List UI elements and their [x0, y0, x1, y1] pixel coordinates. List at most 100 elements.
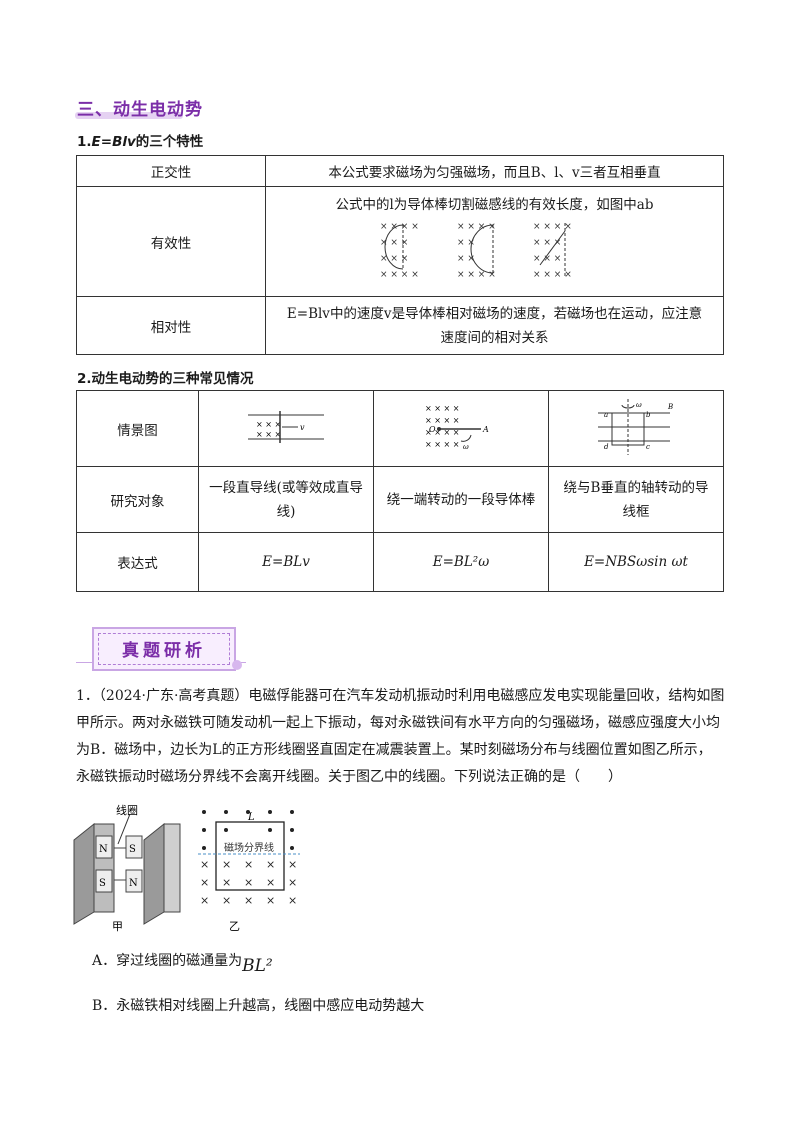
svg-text:× × × ×: × × × ×	[533, 222, 572, 232]
section-title: 三、动生电动势	[77, 100, 203, 120]
section-banner: 真题研析	[92, 627, 236, 671]
cases-table: 情景图 × × ×× × × v × × × ×× × × × × × × ××…	[76, 390, 724, 592]
row-label: 正交性	[76, 155, 266, 187]
straight-wire-figure: × × ×× × × v	[248, 410, 324, 443]
svg-text:a: a	[604, 411, 608, 419]
caption-yi: 乙	[229, 920, 240, 933]
banner-title: 真题研析	[122, 641, 206, 661]
part1-heading-formula: E=Blv	[91, 134, 136, 150]
question-line-1: 1．（2024·广东·高考真题）电磁俘能器可在汽车发动机振动时利用电磁感应发电实…	[76, 688, 725, 704]
svg-text:× × ×: × × ×	[380, 254, 408, 264]
table-row: 有效性 公式中的l为导体棒切割磁感线的有效长度，如图中ab × × × ×× ×…	[76, 186, 724, 297]
svg-text:× × ×: × × ×	[256, 420, 281, 429]
svg-text:×: ×	[288, 876, 297, 889]
dot-field	[202, 810, 294, 850]
row-content-cell: 公式中的l为导体棒切割磁感线的有效长度，如图中ab × × × ×× × ×× …	[265, 186, 724, 297]
svg-text:× × × ×: × × × ×	[457, 222, 496, 232]
row-label: 情景图	[76, 390, 199, 467]
svg-text:× × × ×: × × × ×	[425, 404, 459, 413]
table-row: 研究对象 一段直导线(或等效成直导 线) 绕一端转动的一段导体棒 绕与B垂直的轴…	[76, 466, 724, 533]
svg-text:×: ×	[288, 894, 297, 907]
object-line1: 绕一端转动的一段导体棒	[386, 491, 536, 508]
row-label: 相对性	[76, 296, 266, 355]
scene-cell-1: × × ×× × × v	[198, 390, 374, 467]
svg-text:×: ×	[266, 876, 275, 889]
figure-jia: N S S N 线圈 甲	[73, 803, 181, 933]
option-a-formula: BL²	[242, 956, 273, 976]
pole-s-top: S	[129, 844, 136, 855]
svg-text:×: ×	[200, 876, 209, 889]
expression-2: E=BL²ω	[373, 532, 549, 592]
circle-conductor	[470, 224, 493, 274]
part1-heading-suffix: 的三个特性	[135, 134, 204, 150]
figure-yi: ××××× ××××× ××××× L 磁场分界线 乙	[198, 810, 300, 933]
row-label: 研究对象	[76, 466, 199, 533]
row-label: 表达式	[76, 532, 199, 592]
part1-heading: 1.E=Blv的三个特性	[77, 130, 203, 150]
svg-text:×: ×	[222, 858, 231, 871]
svg-text:× × × ×: × × × ×	[533, 270, 572, 280]
arc-conductor-1	[384, 224, 403, 270]
svg-text:d: d	[604, 443, 609, 451]
object-line2: 线)	[276, 503, 296, 520]
svg-text:×: ×	[266, 894, 275, 907]
svg-text:× × × ×: × × × ×	[425, 416, 459, 425]
svg-text:A: A	[482, 425, 489, 434]
expression-1: E=BLv	[198, 532, 374, 592]
row-content: 公式中的l为导体棒切割磁感线的有效长度，如图中ab	[335, 197, 654, 213]
svg-text:c: c	[646, 443, 650, 451]
question-line-3: 为B．磁场中，边长为L的正方形线圈竖直固定在减震装置上。某时刻磁场分布与线圈位置…	[76, 742, 712, 758]
object-cell-1: 一段直导线(或等效成直导 线)	[198, 466, 374, 533]
row-content-line1: E=Blv中的速度v是导体棒相对磁场的速度，若磁场也在运动，应注意	[286, 305, 703, 322]
svg-text:× × × ×: × × × ×	[380, 222, 419, 232]
svg-text:v: v	[300, 423, 305, 432]
row-content: 本公式要求磁场为匀强磁场，而且B、l、v三者互相垂直	[265, 155, 724, 187]
option-b[interactable]: B．永磁铁相对线圈上升越高，线圈中感应电动势越大	[92, 998, 425, 1014]
svg-text:× × ×: × × ×	[380, 238, 408, 248]
side-length-label: L	[247, 812, 255, 823]
object-cell-3: 绕与B垂直的轴转动的导 线框	[548, 466, 724, 533]
svg-text:×: ×	[244, 858, 253, 871]
svg-text:× × × ×: × × × ×	[425, 440, 459, 449]
svg-text:×: ×	[266, 858, 275, 871]
table-row: 正交性 本公式要求磁场为匀强磁场，而且B、l、v三者互相垂直	[76, 155, 724, 187]
section-title-underline	[75, 112, 183, 119]
object-line1: 一段直导线(或等效成直导	[209, 479, 363, 496]
rotating-rod-figure: × × × × × × × × × × × × × × × × O A ω	[425, 404, 489, 451]
svg-text:ω: ω	[636, 401, 642, 409]
svg-text:× × ×: × × ×	[256, 430, 281, 439]
svg-text:×: ×	[222, 876, 231, 889]
pole-s-bottom: S	[99, 878, 106, 889]
scene-cell-2: × × × × × × × × × × × × × × × × O A ω	[373, 390, 549, 467]
svg-text:× ×: × ×	[457, 254, 475, 264]
table-row: 表达式 E=BLv E=BL²ω E=NBSωsin ωt	[76, 532, 724, 592]
object-cell-2: 绕一端转动的一段导体棒	[373, 466, 549, 533]
row-content-line2: 速度间的相对关系	[440, 329, 549, 346]
part2-heading: 2.动生电动势的三种常见情况	[77, 371, 254, 387]
svg-text:×: ×	[244, 894, 253, 907]
cross-field: ××××× ××××× ×××××	[200, 858, 297, 907]
banner-frame	[98, 633, 230, 665]
cross-field-3: × × × × × × × × × × × × × ×	[533, 222, 572, 280]
svg-text:× × × ×: × × × ×	[425, 428, 459, 437]
pole-n-bottom: N	[129, 878, 138, 889]
svg-text:×: ×	[222, 894, 231, 907]
boundary-label: 磁场分界线	[224, 841, 274, 854]
svg-text:O: O	[429, 425, 436, 434]
cross-field-1: × × × ×× × ×× × ×× × × ×	[380, 222, 419, 280]
square-coil	[215, 821, 285, 891]
svg-text:ω: ω	[463, 443, 469, 451]
svg-text:×: ×	[200, 858, 209, 871]
cross-field-2: × × × ×× ×× ×× × × ×	[457, 222, 496, 280]
svg-text:b: b	[646, 411, 651, 419]
object-line1: 绕与B垂直的轴转动的导	[563, 479, 709, 496]
row-content-cell: E=Blv中的速度v是导体棒相对磁场的速度，若磁场也在运动，应注意 速度间的相对…	[265, 296, 724, 355]
banner-dot	[232, 660, 242, 670]
option-a[interactable]: A．穿过线圈的磁通量为BL²	[92, 950, 273, 976]
svg-text:× × ×: × × ×	[533, 238, 561, 248]
slant-conductor	[539, 230, 565, 266]
svg-text:× × ×: × × ×	[533, 254, 561, 264]
svg-text:×: ×	[244, 876, 253, 889]
